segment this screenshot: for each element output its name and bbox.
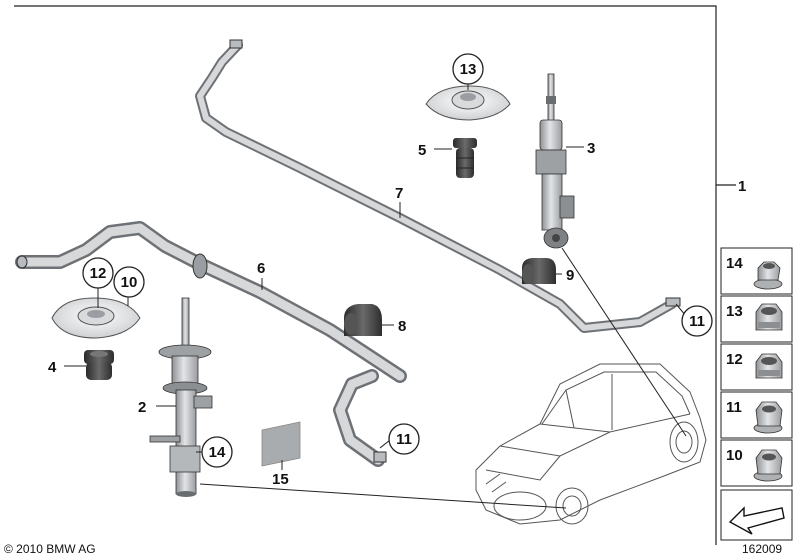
callout-12: 12 — [90, 265, 107, 282]
callout-9: 9 — [566, 267, 574, 284]
callout-13: 13 — [460, 61, 477, 78]
sidebar-number-10: 10 — [726, 447, 743, 464]
callout-circle-12 — [82, 257, 114, 289]
callout-10: 10 — [121, 274, 138, 291]
callout-circle-11a — [388, 423, 420, 455]
leader-lines — [64, 84, 687, 509]
rear-upper-mount — [425, 85, 511, 121]
rear-bump-stop — [453, 138, 477, 178]
collar-nut-icon — [753, 401, 783, 434]
front-stabilizer-bushing — [344, 304, 382, 336]
callout-2: 2 — [138, 399, 146, 416]
callout-11a: 11 — [396, 431, 412, 448]
callout-5: 5 — [418, 142, 426, 159]
front-stabilizer-bar — [15, 221, 407, 467]
rear-stabilizer-bushing — [522, 258, 556, 284]
flange-nut-icon — [753, 261, 783, 290]
lock-nut-icon-12 — [755, 353, 783, 379]
callout-circle-14 — [201, 436, 233, 468]
car-silhouette — [475, 363, 707, 525]
label-sticker — [261, 421, 301, 467]
collar-nut-icon-10 — [753, 449, 783, 482]
front-bump-stop — [84, 350, 114, 380]
sidebar-number-12: 12 — [726, 351, 743, 368]
callout-3: 3 — [587, 140, 595, 157]
sidebar-number-11: 11 — [726, 399, 742, 416]
copyright-text: © 2010 BMW AG — [4, 542, 96, 556]
callout-4: 4 — [48, 359, 57, 376]
callout-circle-10 — [113, 266, 145, 298]
sidebar-number-13: 13 — [726, 303, 743, 320]
sidebar-number-14: 14 — [726, 255, 743, 272]
rear-shock-absorber — [535, 73, 575, 249]
callout-1: 1 — [738, 178, 746, 195]
sidebar-parts-list: 14 13 12 11 10 — [720, 247, 793, 541]
callout-circle-13 — [452, 53, 484, 85]
assembly-bracket — [14, 5, 717, 545]
rear-stabilizer-bar — [195, 39, 681, 333]
lock-nut-icon — [755, 303, 783, 331]
callout-6: 6 — [257, 260, 265, 277]
front-upper-mount — [51, 297, 141, 339]
callout-14: 14 — [209, 444, 226, 461]
callout-circle-11b — [681, 305, 713, 337]
callout-15: 15 — [272, 471, 289, 488]
callout-11b: 11 — [689, 313, 705, 330]
front-strut — [149, 297, 213, 497]
navigation-arrow-icon — [728, 506, 785, 535]
diagram-id: 162009 — [742, 542, 783, 556]
callout-7: 7 — [395, 185, 403, 202]
callout-8: 8 — [398, 318, 406, 335]
